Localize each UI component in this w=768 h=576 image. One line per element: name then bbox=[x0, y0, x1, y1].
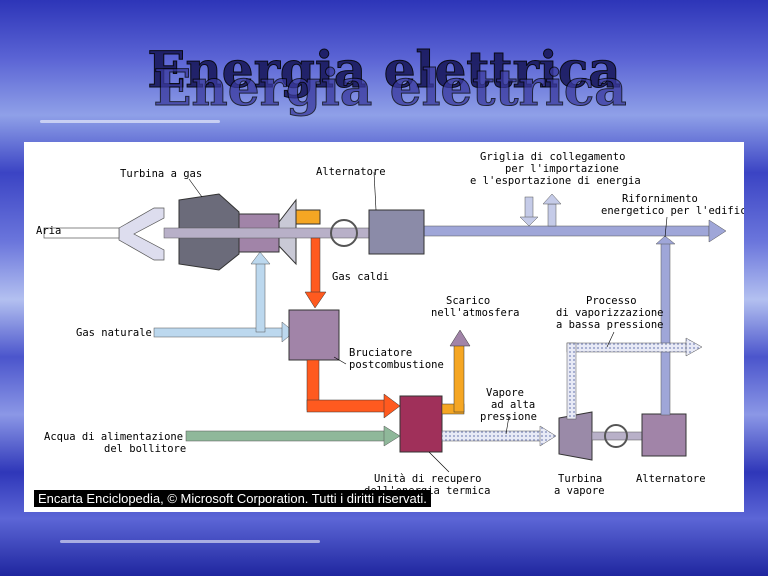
exhaust-duct bbox=[295, 209, 321, 225]
label-water-1: Acqua di alimentazione bbox=[44, 431, 183, 443]
copyright-credit: Encarta Enciclopedia, © Microsoft Corpor… bbox=[34, 490, 431, 507]
label-process-1: Processo bbox=[586, 295, 637, 307]
label-water-2: del bollitore bbox=[104, 443, 186, 455]
process-arrow bbox=[685, 337, 703, 357]
label-supply-2: energetico per l'edificio bbox=[601, 205, 744, 217]
steam-shaft bbox=[591, 431, 643, 441]
diagram-panel: Turbina a gas Alternatore Griglia di col… bbox=[24, 142, 759, 512]
label-exhaust-2: nell'atmosfera bbox=[431, 307, 520, 319]
leader-lines bbox=[188, 171, 668, 473]
natural-gas-arrow-up bbox=[250, 251, 271, 265]
cogeneration-diagram: Turbina a gas Alternatore Griglia di col… bbox=[36, 151, 759, 497]
hot-gas-line bbox=[310, 237, 321, 294]
heat-recovery-unit bbox=[399, 395, 443, 453]
burner-to-recovery bbox=[306, 399, 388, 413]
natural-gas-riser bbox=[255, 261, 266, 333]
hot-gas-arrow bbox=[304, 291, 327, 309]
label-exhaust-1: Scarico bbox=[446, 295, 490, 307]
label-burner-2: postcombustione bbox=[349, 359, 444, 371]
label-air: Aria bbox=[36, 225, 61, 237]
label-grid-2: per l'importazione bbox=[505, 163, 619, 175]
label-hot-gas: Gas caldi bbox=[332, 271, 389, 283]
grid-import-arrow bbox=[524, 196, 534, 220]
grid-export-arrow bbox=[547, 203, 557, 227]
title-text: Energia elettrica bbox=[147, 40, 621, 100]
air-intake-arrow bbox=[118, 207, 165, 261]
label-steam-3: pressione bbox=[480, 411, 537, 423]
alternator-top bbox=[368, 209, 425, 255]
label-process-2: di vaporizzazione bbox=[556, 307, 663, 319]
air-line bbox=[43, 227, 120, 239]
steam-turbine bbox=[558, 411, 593, 461]
alternator-bottom bbox=[641, 413, 687, 457]
feed-water-line bbox=[185, 430, 387, 442]
rotation-icon bbox=[330, 219, 358, 247]
label-alternator-top: Alternatore bbox=[316, 166, 386, 178]
grid-import-arrowhead bbox=[519, 216, 539, 227]
label-burner-1: Bruciatore bbox=[349, 347, 412, 359]
grid-export-arrowhead bbox=[542, 193, 562, 205]
light-streak bbox=[60, 540, 320, 543]
steam-line bbox=[441, 430, 543, 442]
label-grid-3: e l'esportazione di energia bbox=[470, 175, 641, 187]
natural-gas-arrow bbox=[281, 321, 295, 343]
alternator-power-arrow bbox=[655, 235, 676, 245]
label-steam-1: Vapore bbox=[486, 387, 524, 399]
label-grid-1: Griglia di collegamento bbox=[480, 151, 625, 163]
title-shadow-text: Energia elettrica bbox=[153, 58, 627, 118]
power-arrow bbox=[708, 219, 727, 243]
label-alternator-bottom: Alternatore bbox=[636, 473, 706, 485]
burner-arrow bbox=[383, 393, 401, 419]
label-gas-turbine: Turbina a gas bbox=[120, 168, 202, 180]
label-process-3: a bassa pressione bbox=[556, 319, 663, 331]
process-riser bbox=[566, 342, 577, 420]
label-steam-turbine-1: Turbina bbox=[558, 473, 602, 485]
light-streak bbox=[40, 120, 220, 123]
label-recovery-1: Unità di recupero bbox=[374, 473, 481, 485]
exhaust-arrow bbox=[449, 329, 471, 347]
afterburner bbox=[288, 309, 340, 361]
steam-rotation-icon bbox=[604, 424, 628, 448]
steam-arrow bbox=[539, 425, 557, 447]
label-steam-turbine-2: a vapore bbox=[554, 485, 605, 497]
label-steam-2: ad alta bbox=[491, 399, 535, 411]
feed-water-arrow bbox=[383, 425, 401, 447]
label-natural-gas: Gas naturale bbox=[76, 327, 152, 339]
process-line bbox=[566, 342, 688, 353]
label-supply-1: Rifornimento bbox=[622, 193, 698, 205]
exhaust-riser bbox=[453, 341, 465, 413]
shaft bbox=[163, 227, 370, 239]
